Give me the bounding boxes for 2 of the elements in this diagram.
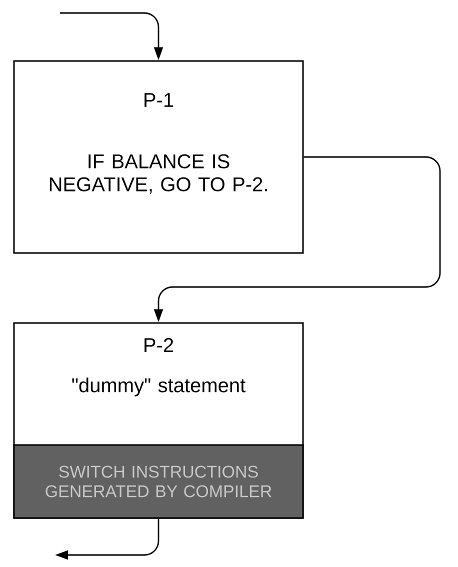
process-box: P-1 IF BALANCE IS NEGATIVE, GO TO P-2.: [13, 60, 304, 254]
shaded-band: SWITCH INSTRUCTIONS GENERATED BY COMPILER: [13, 444, 304, 519]
